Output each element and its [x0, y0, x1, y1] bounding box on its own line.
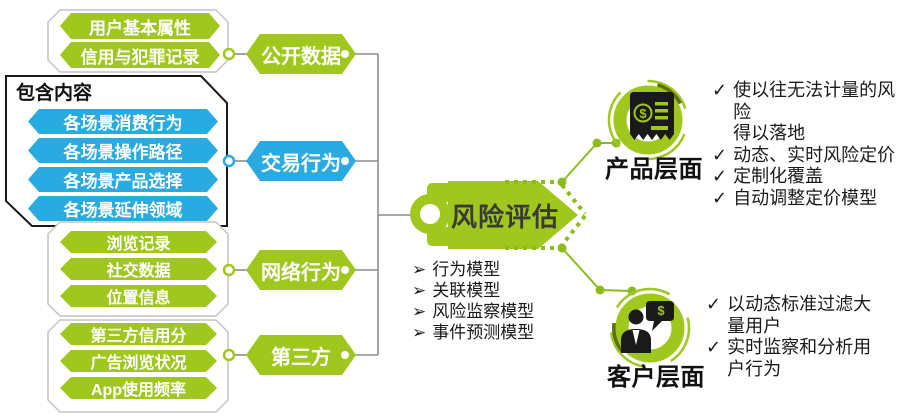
list-item: ✓ 使以往无法计量的风险 得以落地	[712, 80, 898, 145]
product-point-4: 自动调整定价模型	[733, 187, 878, 208]
connector-lines	[233, 53, 414, 356]
source-item-thirdparty-credit-score: 第三方信用分	[90, 328, 187, 345]
list-item: ➢ 行为模型	[412, 259, 582, 280]
risk-ring-icon	[410, 194, 450, 234]
group2-connector-dot	[222, 154, 236, 168]
check-icon: ✓	[706, 294, 722, 314]
category-hexagon-public-data	[246, 34, 356, 74]
product-point-1: 使以往无法计量的风险 得以落地	[733, 80, 896, 143]
group4-connector-dot	[222, 348, 236, 362]
source-item-scene-consumption: 各场景消费行为	[63, 114, 183, 133]
risk-assessment-shape	[410, 181, 578, 249]
source-item-scene-extension: 各场景延伸领域	[63, 201, 183, 220]
group3-connector-dot	[222, 263, 236, 277]
category-third-party: 第三方	[271, 346, 331, 369]
customer-points-list: ✓ 以动态标准过滤大 量用户 ✓ 实时监察和分析用 户行为	[706, 294, 892, 380]
list-item: ✓ 自动调整定价模型	[712, 188, 898, 210]
group3-item-hexagons	[60, 231, 217, 307]
customer-point-2: 实时监察和分析用 户行为	[727, 337, 872, 379]
check-icon: ✓	[712, 166, 728, 186]
category-public-data: 公开数据	[261, 45, 341, 68]
group1-item-hexagons	[60, 13, 220, 68]
category-hexagon-transaction	[246, 141, 356, 181]
source-item-browsing-history: 浏览记录	[106, 236, 171, 253]
category-transaction-behavior: 交易行为	[261, 152, 341, 175]
check-icon: ✓	[712, 80, 728, 100]
list-item: ✓ 以动态标准过滤大 量用户	[706, 294, 892, 337]
source-item-credit-crime-record: 信用与犯罪记录	[80, 47, 200, 67]
receipt-dollar-icon: $	[629, 92, 674, 140]
customer-circle-badge: $	[609, 287, 691, 369]
model-list: ➢ 行为模型 ➢ 关联模型 ➢ 风险监察模型 ➢ 事件预测模型	[412, 259, 582, 343]
source-item-app-usage-frequency: App使用频率	[90, 382, 187, 399]
category-hexagon-thirdparty	[246, 335, 356, 375]
check-icon: ✓	[712, 187, 728, 208]
model-behavior: 行为模型	[432, 260, 501, 279]
hexagon-tip-dots	[341, 50, 349, 359]
product-point-3: 定制化覆盖	[733, 166, 824, 186]
product-point-2: 动态、实时风险定价	[733, 144, 896, 165]
svg-text:$: $	[639, 106, 647, 121]
model-risk-monitoring: 风险监察模型	[432, 302, 535, 321]
list-item: ➢ 关联模型	[412, 280, 582, 301]
model-association: 关联模型	[432, 281, 501, 300]
source-item-scene-product-choice: 各场景产品选择	[63, 172, 183, 191]
check-icon: ✓	[712, 144, 728, 165]
dotted-chevron	[505, 180, 587, 250]
check-icon: ✓	[706, 337, 722, 357]
group1-connector-dot	[222, 47, 236, 61]
source-item-ad-browsing-status: 广告浏览状况	[90, 355, 187, 372]
category-network-behavior: 网络行为	[261, 261, 341, 284]
product-level-label: 产品层面	[605, 155, 703, 183]
arrow-bullet-icon: ➢	[412, 281, 427, 300]
group4-item-hexagons	[60, 323, 217, 399]
product-circle-badge: $	[607, 79, 689, 161]
list-item: ✓ 动态、实时风险定价	[712, 145, 898, 167]
group2-title: 包含内容	[16, 82, 93, 104]
product-points-list: ✓ 使以往无法计量的风险 得以落地 ✓ 动态、实时风险定价 ✓ 定制化覆盖 ✓ …	[712, 80, 898, 209]
arrow-bullet-icon: ➢	[412, 323, 427, 342]
arrow-bullet-icon: ➢	[412, 302, 427, 321]
model-event-prediction: 事件预测模型	[432, 323, 535, 342]
category-hexagon-network	[246, 250, 356, 290]
source-item-user-basic-attributes: 用户基本属性	[89, 18, 191, 38]
customer-level-label: 客户层面	[607, 363, 705, 391]
group2-item-hexagons	[28, 109, 218, 221]
arrow-bullet-icon: ➢	[412, 260, 427, 279]
svg-text:$: $	[657, 303, 665, 318]
risk-assessment-title: 风险评估	[450, 201, 559, 232]
source-item-scene-operation-path: 各场景操作路径	[63, 143, 183, 162]
person-chat-dollar-icon: $	[621, 301, 674, 353]
list-item: ✓ 实时监察和分析用 户行为	[706, 337, 892, 380]
list-item: ➢ 事件预测模型	[412, 322, 582, 343]
customer-point-1: 以动态标准过滤大 量用户	[727, 294, 872, 336]
source-item-location-info: 位置信息	[106, 290, 171, 307]
list-item: ➢ 风险监察模型	[412, 301, 582, 322]
source-item-social-data: 社交数据	[106, 263, 171, 280]
list-item: ✓ 定制化覆盖	[712, 166, 898, 188]
